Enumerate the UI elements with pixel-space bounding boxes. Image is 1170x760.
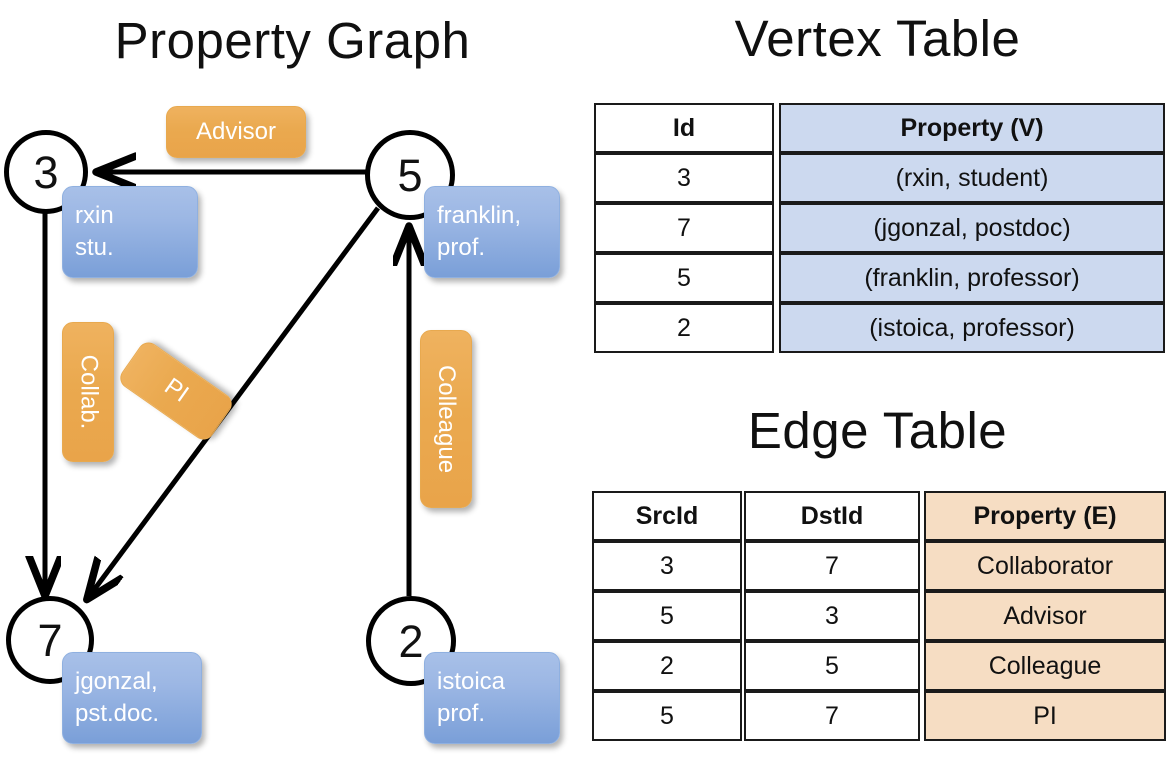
edge-table-header-srcid: SrcId	[592, 491, 742, 541]
vertex-table-cell-property: (franklin, professor)	[779, 253, 1165, 303]
graph-node-3-label: 3	[33, 146, 59, 198]
edge-label-text: Colleague	[433, 364, 460, 474]
graph-node-2[interactable]: 2	[366, 596, 456, 686]
edge-table-cell-dstid: 5	[744, 641, 920, 691]
vertex-property-line: jgonzal,	[75, 668, 158, 695]
vertex-table-cell-id: 5	[594, 253, 774, 303]
edge-5-to-7	[88, 206, 381, 598]
vertex-table-cell-id: 3	[594, 153, 774, 203]
table-row: Property (V)	[779, 103, 1165, 153]
table-row: 5	[592, 591, 742, 641]
table-row: 2	[592, 641, 742, 691]
table-row: Collaborator	[924, 541, 1166, 591]
edge-label-box-advisor: Advisor	[166, 106, 306, 158]
edge-table-cell-srcid: 5	[592, 591, 742, 641]
graph-edges	[0, 0, 585, 760]
edge-label-box-collab: Collab.	[62, 322, 114, 462]
vertex-property-line: pst.doc.	[75, 700, 160, 727]
vertex-property-line: istoica	[437, 668, 506, 695]
table-row: 7	[594, 203, 774, 253]
vertex-property-box-3: rxin stu.	[62, 186, 198, 278]
edge-table-header-property: Property (E)	[924, 491, 1166, 541]
table-row: (istoica, professor)	[779, 303, 1165, 353]
table-row: 7	[744, 541, 920, 591]
graph-node-5[interactable]: 5	[365, 130, 455, 220]
table-row: PI	[924, 691, 1166, 741]
vertex-property-box-5: franklin, prof.	[424, 186, 560, 278]
edge-table-cell-dstid: 7	[744, 541, 920, 591]
table-row: 5	[592, 691, 742, 741]
vertex-table-title: Vertex Table	[734, 10, 1021, 67]
vertex-property-box-2: istoica prof.	[424, 652, 560, 744]
vertex-property-line: prof.	[437, 234, 486, 261]
table-row: DstId	[744, 491, 920, 541]
table-row: 3	[744, 591, 920, 641]
vertex-property-box-7: jgonzal, pst.doc.	[62, 652, 202, 744]
edge-table-header-dstid: DstId	[744, 491, 920, 541]
edge-table-cell-srcid: 3	[592, 541, 742, 591]
vertex-table-property-column: Property (V) (rxin, student) (jgonzal, p…	[779, 103, 1165, 353]
vertex-property-line: franklin,	[437, 202, 522, 229]
vertex-property-line: rxin	[75, 202, 114, 229]
edge-label-box-colleague: Colleague	[420, 330, 472, 508]
edge-table-cell-dstid: 7	[744, 691, 920, 741]
table-row: Id	[594, 103, 774, 153]
vertex-table-cell-id: 2	[594, 303, 774, 353]
vertex-table-id-column: Id 3 7 5 2	[594, 103, 774, 353]
vertex-table-cell-id: 7	[594, 203, 774, 253]
edge-table-cell-srcid: 2	[592, 641, 742, 691]
table-row: 7	[744, 691, 920, 741]
edge-table-cell-property: PI	[924, 691, 1166, 741]
graph-node-2-label: 2	[398, 615, 424, 667]
table-row: Colleague	[924, 641, 1166, 691]
property-graph-title: Property Graph	[114, 12, 471, 69]
table-row: 2	[594, 303, 774, 353]
graph-node-7-label: 7	[37, 614, 63, 666]
graph-node-5-label: 5	[397, 149, 423, 201]
table-row: Property (E)	[924, 491, 1166, 541]
property-graph-panel: Property Graph 3 5 7	[0, 0, 585, 760]
vertex-property-line: prof.	[437, 700, 486, 727]
table-row: Advisor	[924, 591, 1166, 641]
edge-table-cell-property: Collaborator	[924, 541, 1166, 591]
table-row: 3	[592, 541, 742, 591]
edge-table-dstid-column: DstId 7 3 5 7	[744, 491, 920, 741]
table-row: (franklin, professor)	[779, 253, 1165, 303]
edge-table-cell-srcid: 5	[592, 691, 742, 741]
table-row: 5	[594, 253, 774, 303]
vertex-table-header-property: Property (V)	[779, 103, 1165, 153]
vertex-table-cell-property: (rxin, student)	[779, 153, 1165, 203]
table-row: 5	[744, 641, 920, 691]
edge-table-cell-property: Colleague	[924, 641, 1166, 691]
vertex-table-header-id: Id	[594, 103, 774, 153]
table-row: 3	[594, 153, 774, 203]
edge-table-cell-dstid: 3	[744, 591, 920, 641]
vertex-table-cell-property: (jgonzal, postdoc)	[779, 203, 1165, 253]
edge-label-text: Advisor	[195, 118, 277, 145]
edge-table-property-column: Property (E) Collaborator Advisor Collea…	[924, 491, 1166, 741]
edge-label-text: PI	[159, 373, 194, 409]
table-row: (rxin, student)	[779, 153, 1165, 203]
table-row: (jgonzal, postdoc)	[779, 203, 1165, 253]
edge-table-cell-property: Advisor	[924, 591, 1166, 641]
edge-table-srcid-column: SrcId 3 5 2 5	[592, 491, 742, 741]
edge-table-title: Edge Table	[747, 402, 1008, 459]
edge-label-text: Collab.	[75, 354, 102, 430]
vertex-table-cell-property: (istoica, professor)	[779, 303, 1165, 353]
vertex-property-line: stu.	[75, 234, 114, 261]
table-row: SrcId	[592, 491, 742, 541]
